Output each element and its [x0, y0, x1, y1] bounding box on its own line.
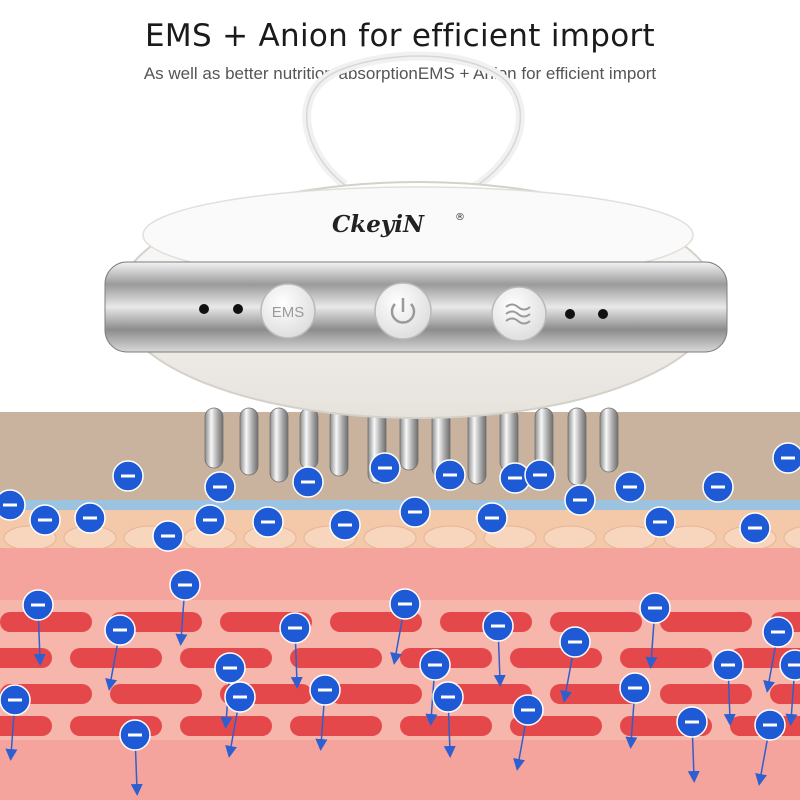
anion-particle [169, 569, 201, 646]
device: EMS CkeyiN ® [104, 51, 728, 419]
anion-particle [399, 496, 431, 528]
anion-particle [524, 459, 556, 491]
anion-particle [762, 616, 794, 693]
muscle-fiber [0, 716, 52, 736]
dermis-cell [363, 525, 417, 551]
anion-particle [772, 442, 800, 474]
muscle-fiber [550, 684, 642, 704]
muscle-fiber [290, 716, 382, 736]
dermis-cell [543, 525, 597, 551]
muscle-fiber [660, 612, 752, 632]
wave-icon [505, 303, 531, 325]
anion-particle [74, 502, 106, 534]
anion-particle [22, 589, 54, 666]
ems-button-label: EMS [272, 304, 305, 321]
metal-pin [299, 407, 319, 470]
anion-particle [292, 466, 324, 498]
anion-particle [676, 706, 708, 783]
anion-particle [204, 471, 236, 503]
anion-particle [619, 672, 651, 749]
anion-particle [702, 471, 734, 503]
metal-pin [204, 407, 224, 469]
anion-particle [434, 459, 466, 491]
muscle-fiber [0, 612, 92, 632]
metal-pin [239, 407, 259, 476]
metal-pin [329, 407, 349, 477]
anion-particle [754, 709, 786, 786]
anion-particle [712, 649, 744, 726]
anion-particle [564, 484, 596, 516]
wave-mode-button[interactable] [491, 286, 547, 342]
anion-particle [482, 610, 514, 687]
dermis-cell [423, 525, 477, 551]
anion-particle [432, 681, 464, 758]
anion-particle [329, 509, 361, 541]
anion-particle [119, 719, 151, 796]
anion-particle [194, 504, 226, 536]
muscle-fiber [70, 648, 162, 668]
anion-particle [279, 612, 311, 689]
anion-particle [112, 460, 144, 492]
anion-particle [0, 489, 26, 521]
anion-particle [309, 674, 341, 751]
anion-particle [104, 614, 136, 691]
muscle-fiber [290, 648, 382, 668]
dermis-cell [783, 526, 800, 550]
muscle-fiber [620, 648, 712, 668]
anion-particle [224, 681, 256, 758]
anion-particle [0, 684, 31, 761]
power-icon [390, 298, 416, 324]
anion-particle [476, 502, 508, 534]
muscle-fiber [330, 684, 422, 704]
metal-pin [467, 407, 487, 485]
anion-particle [389, 588, 421, 665]
anion-particle [559, 626, 591, 703]
device-hanging-loop-edge [306, 55, 521, 191]
muscle-fiber [660, 684, 752, 704]
anion-particle [639, 592, 671, 669]
metal-pin [567, 407, 587, 486]
brand-logo: CkeyiN [332, 211, 425, 238]
anion-particle [644, 506, 676, 538]
anion-particles [0, 442, 800, 796]
anion-particle [29, 504, 61, 536]
subheadline: As well as better nutrition absorptionEM… [143, 64, 657, 83]
anion-particle [369, 452, 401, 484]
metal-pin [599, 407, 619, 473]
muscle-fiber [110, 684, 202, 704]
muscle-fiber [770, 684, 800, 704]
muscle-fiber [400, 716, 492, 736]
blue-membrane-line [0, 500, 800, 510]
anion-particle [152, 520, 184, 552]
anion-particle [614, 471, 646, 503]
metal-pin [499, 407, 519, 472]
anion-particle [252, 506, 284, 538]
muscle-fiber [0, 648, 52, 668]
registered-mark: ® [455, 212, 465, 223]
ems-button[interactable]: EMS [260, 283, 316, 339]
muscle-fiber [510, 648, 602, 668]
anion-particle [739, 512, 771, 544]
power-button[interactable] [374, 282, 432, 340]
device-hanging-loop [302, 51, 525, 194]
muscle-fiber [550, 612, 642, 632]
anion-particle [779, 649, 800, 726]
headline: EMS + Anion for efficient import [145, 18, 655, 54]
anion-particle [512, 694, 544, 771]
metal-pin [269, 407, 289, 483]
